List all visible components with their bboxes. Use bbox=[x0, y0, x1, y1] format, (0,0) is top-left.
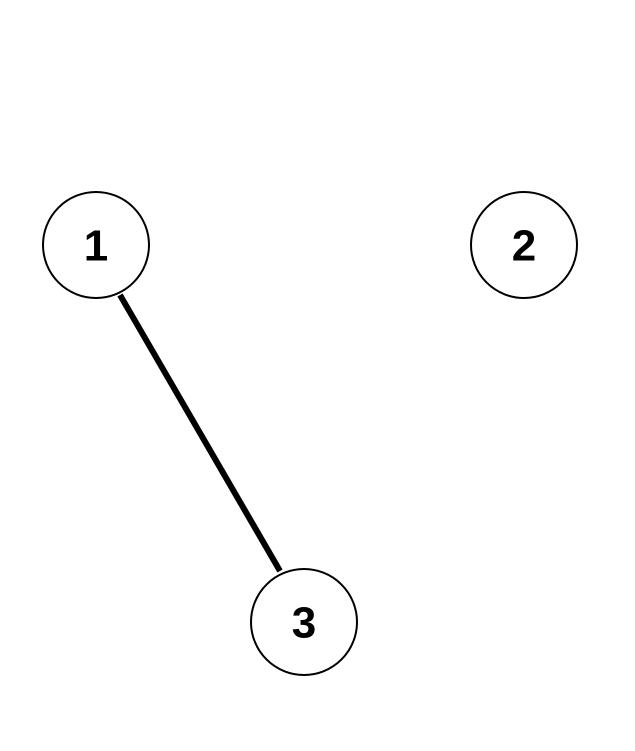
node-2: 2 bbox=[470, 191, 578, 299]
nodes-layer: 1 2 3 bbox=[42, 191, 578, 676]
node-3: 3 bbox=[250, 568, 358, 676]
node-2-circle bbox=[470, 191, 578, 299]
edge-1-3 bbox=[117, 293, 283, 573]
edges-layer bbox=[117, 293, 283, 573]
node-3-circle bbox=[250, 568, 358, 676]
node-1-label: 1 bbox=[84, 222, 108, 271]
node-1: 1 bbox=[42, 191, 150, 299]
node-1-circle bbox=[42, 191, 150, 299]
node-2-label: 2 bbox=[512, 222, 536, 271]
node-3-label: 3 bbox=[292, 599, 316, 648]
